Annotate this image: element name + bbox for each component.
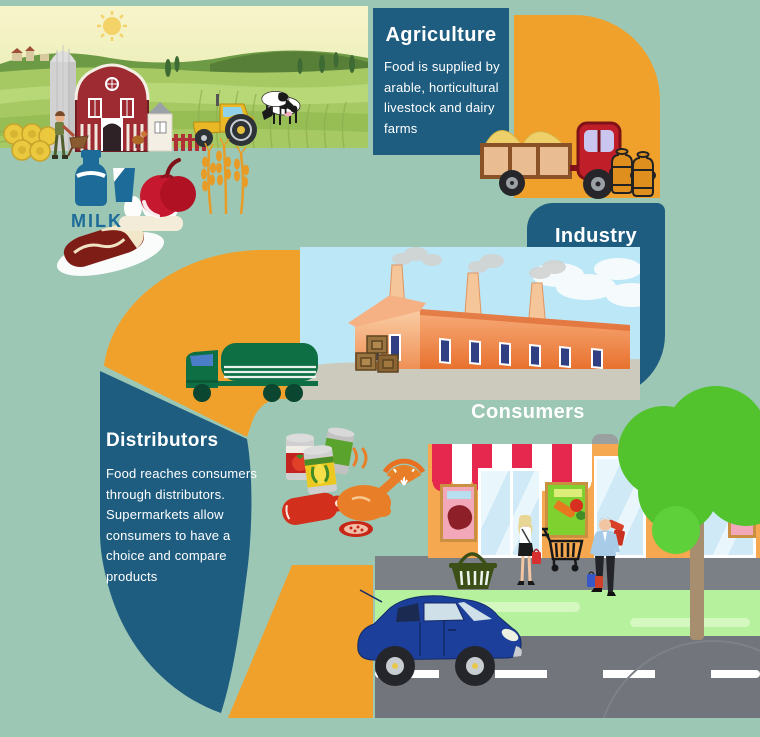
- man-shopper-icon: [587, 517, 625, 596]
- agriculture-title: Agriculture: [385, 24, 497, 46]
- industry-title: Industry: [554, 225, 638, 247]
- clouds: [532, 258, 640, 307]
- factory-illustration: [300, 247, 640, 400]
- farm-scene-illustration: [0, 6, 368, 162]
- ham-icon: [282, 492, 346, 525]
- village: [11, 46, 49, 61]
- cow-icon: [261, 91, 294, 116]
- shopping-cart-icon: [542, 527, 584, 572]
- sun-icon: [97, 11, 127, 41]
- barn-icon: [74, 63, 208, 152]
- crates: [355, 335, 399, 373]
- distributors-body: Food reaches consumers through distribut…: [106, 466, 258, 584]
- chicken-icon: [132, 130, 148, 148]
- distributors-shape: [100, 371, 252, 713]
- distributors-panel: Distributors Food reaches consumers thro…: [106, 430, 258, 587]
- shop-door: [478, 468, 542, 558]
- flow-path-bottom: [228, 565, 373, 718]
- poster-vegetables-icon: [545, 482, 588, 538]
- road-arc: [596, 640, 760, 718]
- steam-icon: [352, 447, 368, 469]
- roast-chicken-icon: [337, 465, 415, 521]
- cypress-trees: [165, 52, 355, 77]
- woman-shopper-icon: [517, 514, 541, 585]
- farm-produce-icons: MILK: [56, 137, 249, 276]
- salami-icon: [339, 521, 373, 537]
- milk-label: MILK: [71, 211, 123, 231]
- milk-churn-icon: [609, 148, 656, 197]
- grain-truck-icon: [480, 121, 656, 199]
- shopping-basket-icon: [449, 552, 497, 589]
- consumers-title: Consumers: [471, 401, 585, 423]
- poster-meat-icon: [440, 484, 477, 542]
- tree-icon: [618, 386, 760, 640]
- agriculture-body: Food is supplied by arable, horticultura…: [384, 59, 500, 136]
- wheat-icon: [201, 137, 249, 215]
- lane-marking: [375, 670, 760, 678]
- hay-bales-icon: [3, 123, 58, 162]
- milk-icon: MILK: [71, 150, 135, 231]
- processed-food-icons: [282, 427, 426, 537]
- distributors-title: Distributors: [106, 430, 219, 451]
- tanker-truck-icon: [186, 343, 318, 402]
- canned-food-icon: [286, 427, 355, 495]
- apple-icon: [140, 158, 196, 218]
- agriculture-panel: Agriculture Food is supplied by arable, …: [373, 8, 509, 155]
- tractor-icon: [193, 94, 257, 147]
- factory-icon: [300, 247, 640, 400]
- car-icon: [357, 589, 522, 686]
- smoke: [392, 247, 566, 279]
